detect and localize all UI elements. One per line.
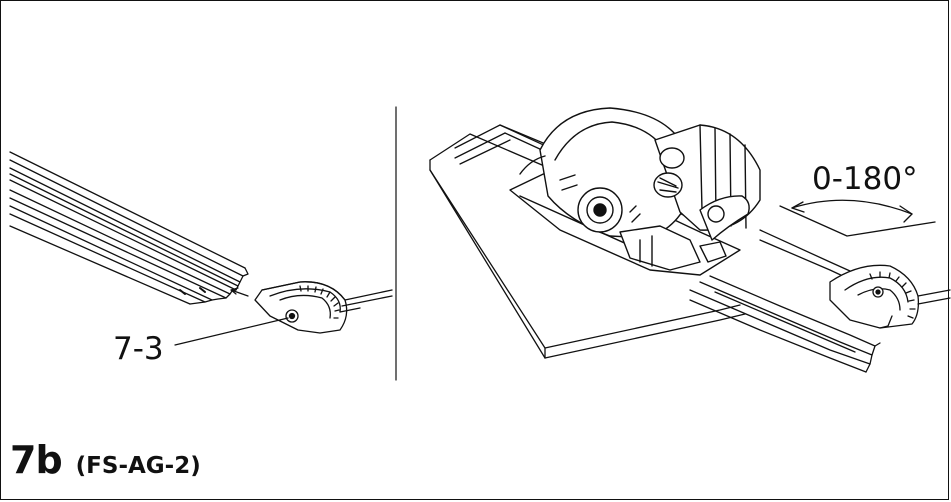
guide-rail-left: [9, 151, 249, 305]
callout-leader-7-3: [174, 317, 289, 346]
circular-saw: [509, 107, 761, 276]
angle-range-label: 0-180°: [812, 161, 918, 197]
figure-caption: 7b (FS-AG-2): [10, 441, 201, 479]
angle-stop-left: [254, 281, 393, 334]
figure-model: (FS-AG-2): [75, 453, 201, 479]
figure-number: 7b: [10, 438, 63, 482]
angle-range-arrow: [779, 199, 936, 237]
angle-stop-right: [829, 264, 951, 329]
part-callout-7-3: 7-3: [113, 331, 164, 367]
insertion-arrow: [230, 287, 249, 297]
